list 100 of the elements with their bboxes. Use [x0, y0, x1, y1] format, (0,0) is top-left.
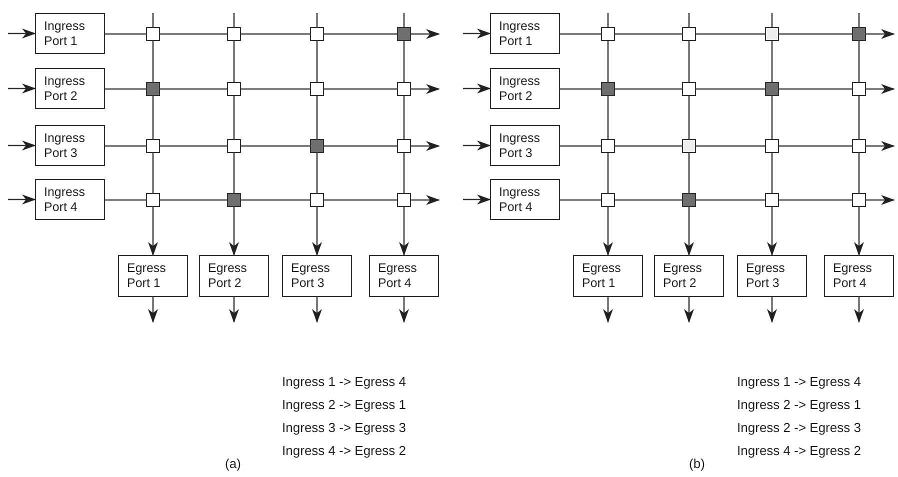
- connector-line: [160, 33, 227, 35]
- connector-line: [316, 13, 318, 27]
- arrow: [229, 297, 239, 323]
- arrow: [148, 207, 158, 256]
- port-label: Egress Port 2: [208, 261, 248, 291]
- port-label: Ingress Port 1: [499, 18, 541, 48]
- arrow: [8, 28, 36, 38]
- crosspoint-switch: [397, 139, 411, 153]
- port-label: Ingress Port 3: [44, 130, 86, 160]
- arrow: [463, 140, 491, 150]
- connector-line: [607, 41, 609, 82]
- connection-note: Ingress 2 -> Egress 1: [737, 397, 861, 412]
- connector-line: [560, 33, 601, 35]
- crosspoint-switch: [765, 27, 779, 41]
- crosspoint-switch: [601, 193, 615, 207]
- arrow: [8, 194, 36, 204]
- connector-line: [779, 199, 852, 201]
- crosspoint-switch: [146, 27, 160, 41]
- connection-note: Ingress 1 -> Egress 4: [282, 374, 406, 389]
- port-label: Egress Port 1: [582, 261, 622, 291]
- connector-line: [233, 13, 235, 27]
- connector-line: [560, 145, 601, 147]
- connector-line: [688, 13, 690, 27]
- connector-line: [779, 88, 852, 90]
- connector-line: [615, 88, 682, 90]
- panel-caption: (b): [689, 456, 705, 471]
- arrow: [411, 84, 440, 94]
- ingress-port-box: [490, 13, 560, 54]
- connector-line: [615, 33, 682, 35]
- connector-line: [560, 199, 601, 201]
- arrow: [312, 297, 322, 323]
- arrow: [399, 207, 409, 256]
- arrow: [411, 141, 440, 151]
- egress-port-box: [573, 255, 643, 297]
- connector-line: [324, 33, 397, 35]
- connector-line: [858, 96, 860, 139]
- connector-line: [858, 153, 860, 193]
- ingress-port-box: [35, 13, 105, 54]
- port-label: Egress Port 4: [378, 261, 418, 291]
- connector-line: [152, 96, 154, 139]
- connector-line: [233, 96, 235, 139]
- port-label: Egress Port 3: [291, 261, 331, 291]
- arrow: [603, 297, 613, 323]
- crosspoint-switch: [227, 82, 241, 96]
- connector-line: [160, 88, 227, 90]
- connector-line: [324, 88, 397, 90]
- connector-line: [688, 41, 690, 82]
- connection-note: Ingress 2 -> Egress 1: [282, 397, 406, 412]
- connector-line: [324, 145, 397, 147]
- connector-line: [607, 153, 609, 193]
- crosspoint-switch: [397, 193, 411, 207]
- egress-port-box: [118, 255, 188, 297]
- arrow: [854, 297, 864, 323]
- crosspoint-switch: [310, 193, 324, 207]
- ingress-port-box: [35, 125, 105, 166]
- connector-line: [241, 145, 310, 147]
- connection-note: Ingress 4 -> Egress 2: [282, 443, 406, 458]
- crosspoint-switch: [227, 27, 241, 41]
- egress-port-box: [199, 255, 269, 297]
- connection-note: Ingress 3 -> Egress 3: [282, 420, 406, 435]
- connector-line: [241, 33, 310, 35]
- connector-line: [233, 153, 235, 193]
- crosspoint-switch: [601, 82, 615, 96]
- arrow: [411, 29, 440, 39]
- connector-line: [858, 13, 860, 27]
- connector-line: [696, 88, 765, 90]
- connector-line: [771, 13, 773, 27]
- connector-line: [316, 41, 318, 82]
- connector-line: [696, 199, 765, 201]
- connection-note: Ingress 1 -> Egress 4: [737, 374, 861, 389]
- panel-caption: (a): [225, 456, 241, 471]
- crosspoint-switch: [397, 27, 411, 41]
- connector-line: [403, 13, 405, 27]
- egress-port-box: [737, 255, 807, 297]
- arrow: [463, 194, 491, 204]
- crosspoint-switch: [601, 139, 615, 153]
- port-label: Ingress Port 4: [499, 184, 541, 214]
- arrow: [463, 84, 491, 94]
- ingress-port-box: [35, 68, 105, 109]
- connector-line: [241, 199, 310, 201]
- connector-line: [688, 153, 690, 193]
- connector-line: [152, 41, 154, 82]
- connector-line: [607, 13, 609, 27]
- arrow: [866, 195, 895, 205]
- crosspoint-switch: [852, 27, 866, 41]
- connector-line: [779, 33, 852, 35]
- arrow: [767, 207, 777, 256]
- port-label: Ingress Port 2: [499, 74, 541, 104]
- connector-line: [696, 145, 765, 147]
- crosspoint-switch: [227, 139, 241, 153]
- port-label: Ingress Port 4: [44, 184, 86, 214]
- port-label: Egress Port 3: [746, 261, 786, 291]
- arrow: [463, 28, 491, 38]
- arrow: [8, 140, 36, 150]
- port-label: Ingress Port 2: [44, 74, 86, 104]
- connector-line: [403, 153, 405, 193]
- crosspoint-switch: [397, 82, 411, 96]
- connector-line: [160, 145, 227, 147]
- connector-line: [241, 88, 310, 90]
- connector-line: [403, 41, 405, 82]
